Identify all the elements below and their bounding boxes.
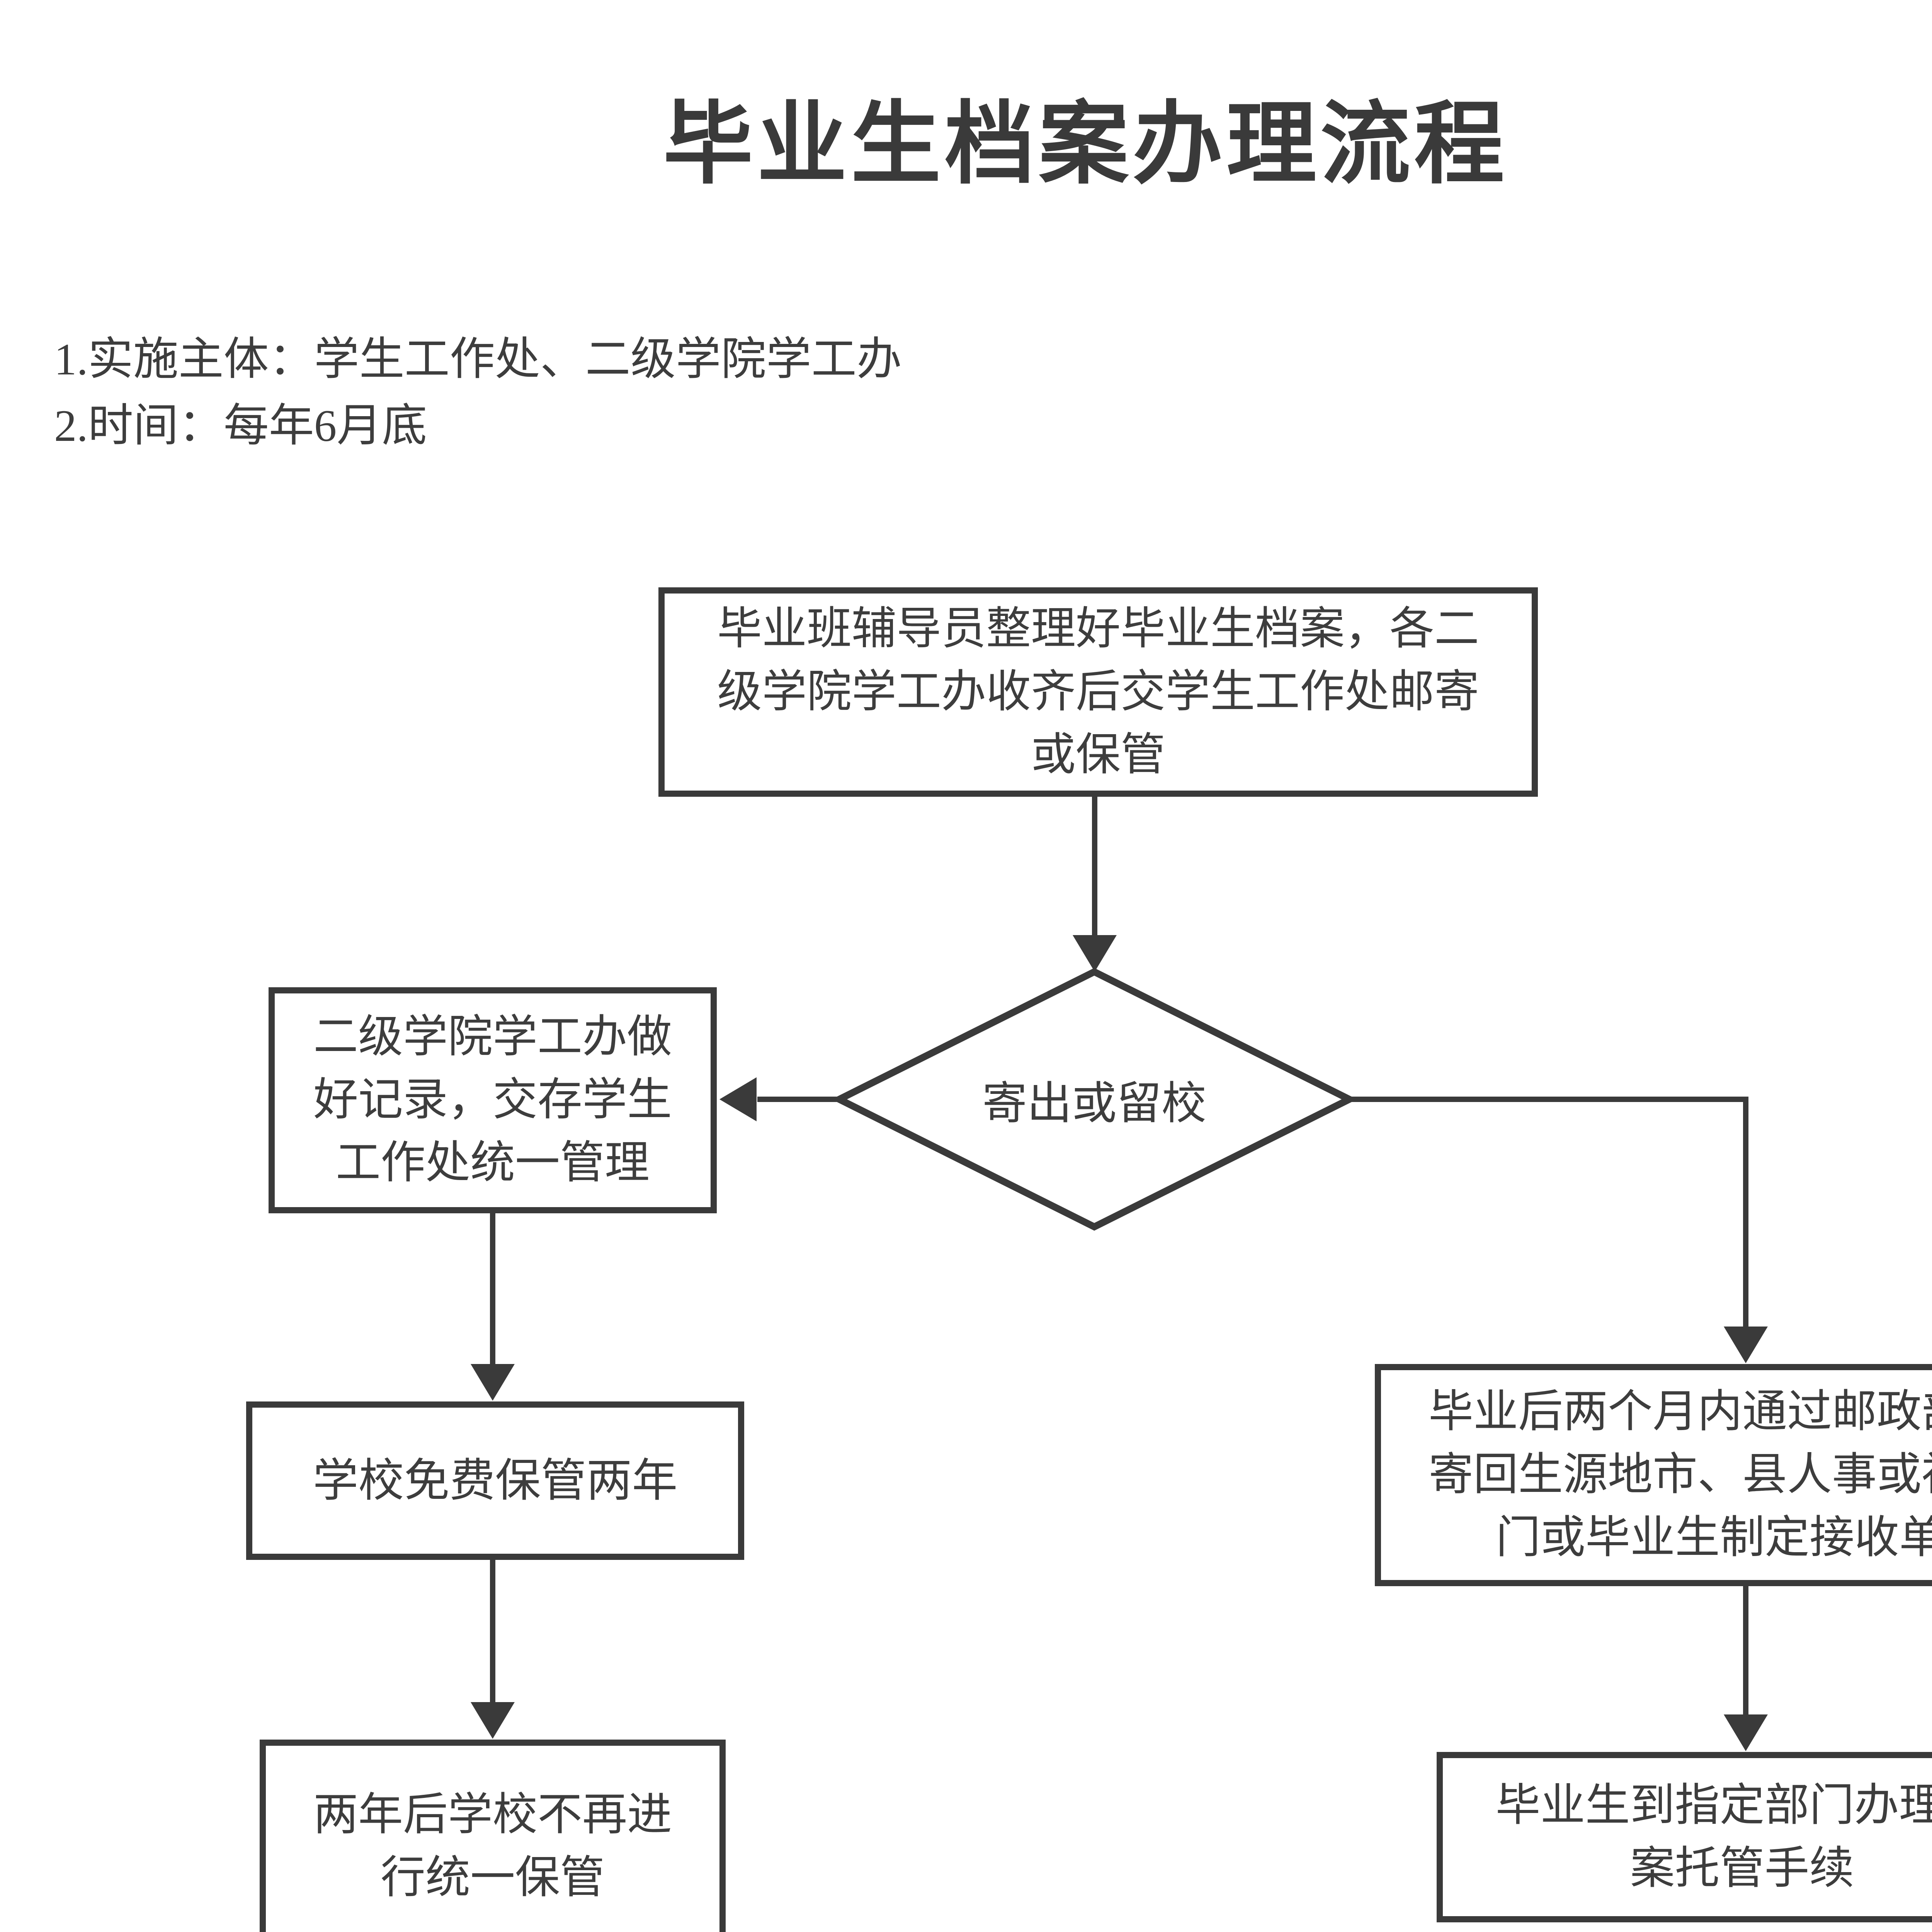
mail-archive-node: 毕业后两个月内通过邮政部门邮 寄回生源地市、县人事或社保部 门或毕业生制定接收单…: [1375, 1364, 1932, 1586]
page-title: 毕业生档案办理流程: [663, 94, 1508, 194]
keep-record-node: 二级学院学工办做 好记录，交存学生 工作处统一管理: [269, 987, 717, 1213]
connector-decision-to-mail: [1349, 1097, 1748, 1327]
note-line-1: 1.实施主体：学生工作处、二级学院学工办: [54, 335, 902, 384]
start-node-line-3: 或保管: [1031, 730, 1165, 780]
decision-diamond-shape: [831, 968, 1357, 1231]
notes-block: 1.实施主体：学生工作处、二级学院学工办 2.时间：每年6月底: [54, 327, 902, 459]
mail-node-line-2: 寄回生源地市、县人事或社保部: [1429, 1450, 1932, 1500]
final-procedure-node: 毕业生到指定部门办理档 案托管手续: [1437, 1752, 1932, 1922]
free-storage-node: 学校免费保管两年: [246, 1401, 744, 1560]
no-storage-node-line-1: 两年后学校不再进: [313, 1790, 672, 1840]
arrowhead-down-icon: [471, 1364, 515, 1401]
arrowhead-down-icon: [471, 1702, 515, 1739]
keep-node-line-2: 好记录，交存学生: [313, 1075, 672, 1125]
arrowhead-down-icon: [1724, 1327, 1768, 1363]
keep-node-line-3: 工作处统一管理: [336, 1138, 650, 1188]
free-storage-node-line-1: 学校免费保管两年: [313, 1455, 678, 1506]
start-node-line-1: 毕业班辅导员整理好毕业生档案，各二: [717, 604, 1479, 654]
mail-node-line-3: 门或毕业生制定接收单位: [1496, 1513, 1932, 1563]
start-node-line-2: 级学院学工办收齐后交学生工作处邮寄: [717, 667, 1479, 717]
note-line-2: 2.时间：每年6月底: [54, 401, 427, 451]
mail-node-line-1: 毕业后两个月内通过邮政部门邮: [1429, 1387, 1932, 1437]
final-node-line-1: 毕业生到指定部门办理档: [1495, 1781, 1932, 1830]
final-node-line-2: 案托管手续: [1630, 1844, 1854, 1893]
keep-node-line-1: 二级学院学工办做: [313, 1012, 672, 1062]
arrowhead-down-icon: [1073, 935, 1117, 972]
arrowhead-down-icon: [1724, 1714, 1768, 1751]
decision-node-label: 寄出或留校: [982, 1079, 1206, 1129]
no-storage-node-line-2: 行统一保管: [381, 1853, 605, 1903]
start-node: 毕业班辅导员整理好毕业生档案，各二 级学院学工办收齐后交学生工作处邮寄 或保管: [658, 587, 1538, 797]
arrowhead-left-icon: [719, 1077, 757, 1121]
no-storage-node: 两年后学校不再进 行统一保管: [260, 1740, 726, 1932]
